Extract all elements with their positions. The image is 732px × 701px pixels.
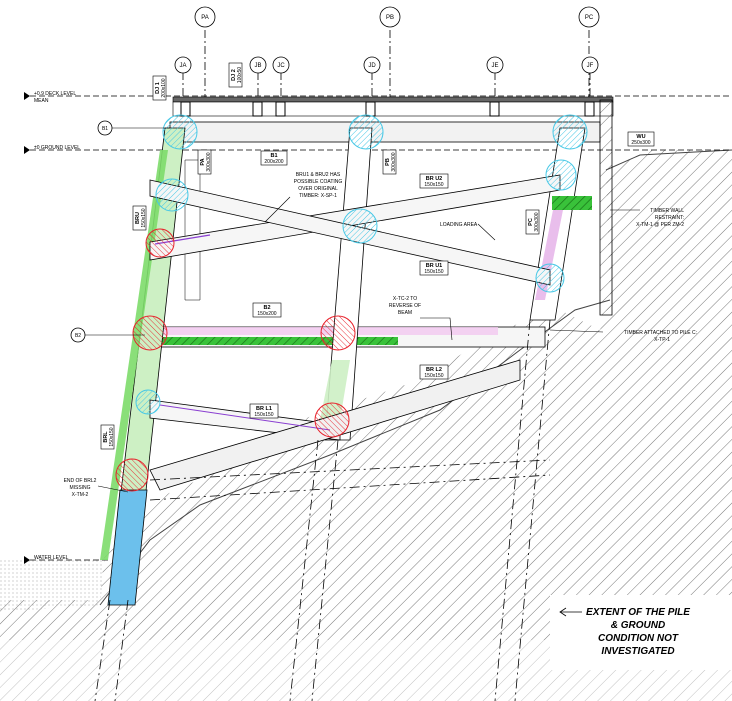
tag-brl2-size: 150x150 [424,373,443,379]
tag-bru-size: 150x150 [141,208,147,227]
tag-wu-size: 250x300 [631,140,650,146]
joint-label-jc: JC [277,63,285,69]
extent-note-2: & GROUND [611,620,665,631]
tag-pb-size: 300x300 [391,152,397,171]
note-coating-4: TIMBER: X-SP-1 [299,193,337,199]
tag-b1: B1 [270,153,277,159]
extent-note: EXTENT OF THE PILE & GROUND CONDITION NO… [559,607,690,657]
note-xtc-2: REVERSE OF [389,303,421,309]
note-coating-2: POSSIBLE COATING [294,179,343,185]
deck-level-label: +0.9 DECK LEVEL [34,91,76,97]
tag-b1-size: 200x200 [264,159,283,165]
tag-pc-size: 300x300 [534,212,540,231]
tag-bru1: BR U1 [426,263,443,269]
upper-bank-line [605,149,732,171]
tag-b2: B2 [263,305,270,311]
note-attached-1: TIMBER ATTACHED TO PILE C: [624,330,697,336]
tag-brl1: BR L1 [256,406,272,412]
level-labels: +0.9 DECK LEVEL MEAN ±0 GROUND LEVEL WAT… [24,91,80,564]
tag-brl2: BR L2 [426,367,442,373]
note-loading: LOADING AREA [440,222,478,228]
tag-bru: BRU [135,212,141,224]
note-restraint-3: X-TM-1 @ PER ZM-2 [636,222,684,228]
level-lines [30,95,732,561]
tag-brl: BRL [103,431,109,443]
extent-note-1: EXTENT OF THE PILE [586,607,690,618]
grid-bubbles: PA PB PC JA JB JC JD JE JF [174,6,600,74]
joint-label-je: JE [491,63,498,69]
joint-label-jf: JF [587,63,594,69]
grid-lines [182,30,591,101]
joint-label-jb: JB [254,63,261,69]
tag-pa-size: 300x300 [206,152,212,171]
timber-wall [599,99,613,316]
tag-bru2-size: 150x150 [424,182,443,188]
note-brl2-1: END OF BRL2 [64,478,97,484]
section-marker-b1: B1 [102,126,108,132]
callouts: BRU1 & BRU2 HAS POSSIBLE COATING OVER OR… [64,172,697,498]
tag-b2-size: 150x200 [257,311,276,317]
deck [172,96,614,117]
tag-wu: WU [636,134,645,140]
beam-b1 [169,121,601,143]
note-restraint-2: RESTRAINT: [655,215,684,221]
tag-brl-size: 150x150 [109,427,115,446]
tag-pc: PC [528,218,534,226]
tag-bru2: BR U2 [426,176,443,182]
tag-pb: PB [385,158,391,166]
tag-bru1-size: 150x150 [424,269,443,275]
ground-level-label: ±0 GROUND LEVEL [34,145,80,151]
tag-brl1-size: 150x150 [254,412,273,418]
joint-label-jd: JD [368,63,376,69]
pile-extensions [94,319,551,701]
water-level-label: WATER LEVEL [34,555,69,561]
joint-label-ja: JA [179,63,186,69]
note-xtc-1: X-TC-2 TO [393,296,417,302]
section-marker-b2: B2 [75,333,81,339]
tag-dj1-size: 200x100 [161,78,167,97]
extent-note-3: CONDITION NOT [598,633,679,644]
note-brl2-2: MISSING [69,485,90,491]
note-restraint-1: TIMBER WALL [650,208,684,214]
section-markers: B1 B2 [70,120,170,343]
note-brl2-3: X-TM-2 [72,492,89,498]
tag-dj2: DJ 2 [231,69,237,81]
tag-pa: PA [200,158,206,165]
grid-label-pb: PB [386,15,394,21]
tag-dj1: DJ 1 [155,82,161,94]
extent-note-4: INVESTIGATED [601,646,674,657]
note-xtc-3: BEAM [398,310,412,316]
tag-dj2-size: 100x50 [237,67,243,84]
member-tags: B1 200x200 WU 250x300 B2 150x200 BR U2 1… [249,131,655,419]
note-attached-2: X-TP-1 [654,337,670,343]
note-coating-1: BRU1 & BRU2 HAS [296,172,341,178]
grid-label-pa: PA [201,15,209,21]
member-tags-vertical: DJ 1 200x100 DJ 2 100x50 PA 300x300 PB 3… [100,62,540,450]
damage-markers [115,114,588,492]
deck-level-sub: MEAN [34,98,49,104]
bank-line [99,299,611,606]
grid-label-pc: PC [585,15,594,21]
note-coating-3: OVER ORIGINAL [298,186,338,192]
